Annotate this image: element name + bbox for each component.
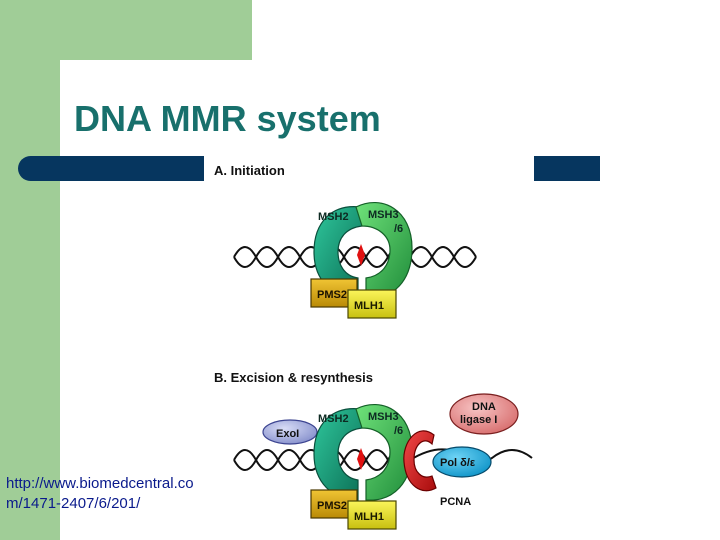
msh2-protein-b — [313, 408, 363, 501]
label-ligase-line1: DNA — [472, 401, 496, 413]
label-pol: Pol δ/ε — [440, 457, 476, 469]
label-exo1: ExoI — [276, 428, 299, 440]
label-pcna: PCNA — [440, 496, 471, 508]
panel-a-heading: A. Initiation — [214, 163, 285, 178]
mlh1-protein-a — [347, 289, 397, 319]
label-msh3-suffix-a: /6 — [394, 223, 403, 235]
decorative-bar-left — [18, 156, 204, 181]
label-msh2-b: MSH2 — [318, 413, 349, 425]
label-msh3-a: MSH3 — [368, 209, 399, 221]
decorative-green-strip — [0, 0, 60, 540]
msh3-protein-b — [355, 404, 413, 501]
panel-b-excision: B. Excision & resynthesis ExoI MSH2 MSH3… — [214, 370, 533, 530]
decorative-green-block — [0, 0, 252, 60]
label-msh2-a: MSH2 — [318, 211, 349, 223]
exo1-protein — [262, 419, 318, 445]
label-ligase-line2: ligase I — [460, 414, 497, 426]
mismatch-mark-a — [357, 244, 365, 266]
panel-b-heading: B. Excision & resynthesis — [214, 370, 373, 385]
label-mlh1-b: MLH1 — [354, 511, 384, 523]
mlh1-protein-b — [347, 500, 397, 530]
slide-title: DNA MMR system — [74, 98, 381, 139]
panel-a-initiation: A. Initiation MSH2 MSH3 /6 PMS2 MLH1 — [214, 163, 477, 319]
dna-ligase-protein — [449, 393, 519, 435]
mismatch-mark-b — [357, 448, 365, 470]
pcna-clamp — [403, 430, 437, 492]
decorative-bar-right — [534, 156, 600, 181]
mmr-diagram: A. Initiation MSH2 MSH3 /6 PMS2 MLH1 B. … — [214, 163, 533, 530]
dna-helix-a — [233, 246, 477, 268]
label-msh3-b: MSH3 — [368, 411, 399, 423]
source-link[interactable]: http://www.biomedcentral.com/1471-2407/6… — [6, 475, 194, 512]
label-pms2-a: PMS2 — [317, 289, 347, 301]
pol-delta-epsilon-protein — [432, 446, 492, 478]
label-mlh1-a: MLH1 — [354, 300, 384, 312]
label-msh3-suffix-b: /6 — [394, 425, 403, 437]
label-pms2-b: PMS2 — [317, 500, 347, 512]
